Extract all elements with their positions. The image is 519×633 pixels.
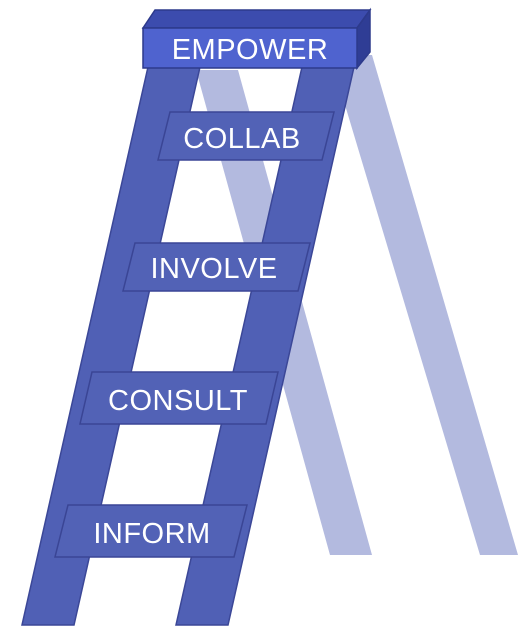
top-block-empower: EMPOWER	[141, 7, 372, 71]
rung-involve: INVOLVE	[122, 242, 311, 292]
rung-consult: CONSULT	[79, 371, 279, 425]
rung-inform-label: INFORM	[93, 518, 210, 550]
rung-collab-label: COLLAB	[183, 123, 300, 155]
top-block-top-face	[141, 9, 372, 29]
rung-collab-plate	[157, 111, 335, 161]
rung-consult-label: CONSULT	[108, 385, 248, 417]
top-block-label: EMPOWER	[172, 34, 329, 66]
top-block-front-face	[142, 27, 358, 69]
rung-collab: COLLAB	[157, 111, 335, 161]
rung-involve-plate	[122, 242, 311, 292]
rung-involve-label: INVOLVE	[150, 253, 277, 285]
back-leg-right	[330, 55, 518, 555]
rung-inform-plate	[54, 504, 248, 558]
rung-inform: INFORM	[54, 504, 248, 558]
rung-consult-plate	[79, 371, 279, 425]
